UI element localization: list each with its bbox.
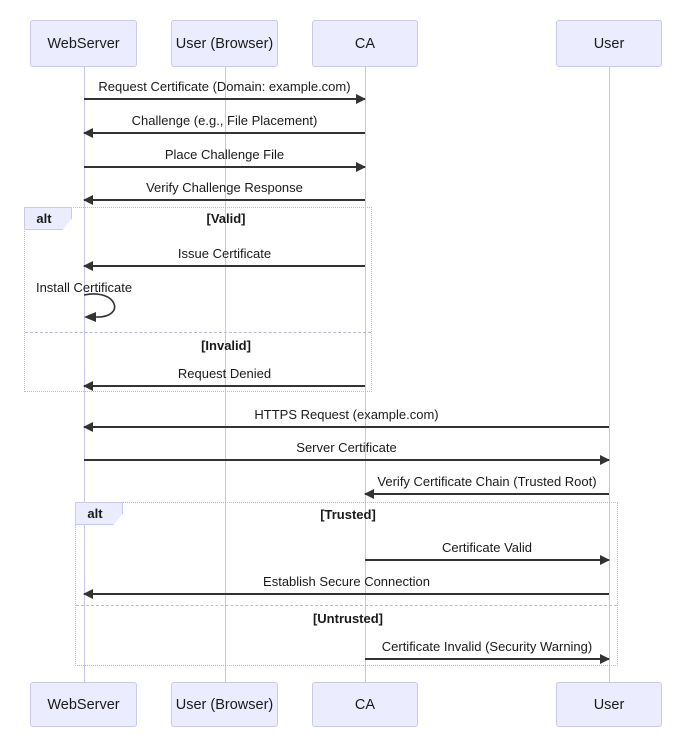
alt-operator-label: alt [24, 207, 72, 230]
lifeline-user [608, 66, 610, 684]
actor-label: CA [354, 696, 376, 713]
message-line [84, 132, 365, 134]
alt-divider [76, 605, 617, 606]
actor-user-browser-top: User (Browser) [171, 20, 278, 67]
actor-ca-bottom: CA [312, 682, 418, 727]
message-line [84, 98, 365, 100]
message-label: Verify Challenge Response [146, 180, 303, 195]
message-label: Server Certificate [296, 440, 397, 455]
actor-webserver-bottom: WebServer [30, 682, 137, 727]
message-label: Place Challenge File [164, 147, 285, 162]
message-line [84, 166, 365, 168]
arrowhead-left-icon [83, 195, 93, 205]
arrowhead-left-icon [83, 422, 93, 432]
arrowhead-right-icon [600, 455, 610, 465]
alt-condition-trusted: [Trusted] [320, 507, 376, 522]
message-line [84, 265, 365, 267]
lifeline-ca [364, 66, 366, 684]
message-line [84, 199, 365, 201]
actor-label: CA [354, 35, 376, 52]
actor-label: WebServer [47, 696, 120, 713]
arrowhead-left-icon [364, 489, 374, 499]
message-challenge: Challenge (e.g., File Placement) [83, 112, 365, 138]
alt-operator-label: alt [75, 502, 123, 525]
message-label: Challenge (e.g., File Placement) [131, 113, 318, 128]
message-line [84, 385, 365, 387]
message-certificate-valid: Certificate Valid [365, 539, 610, 565]
actor-label: User (Browser) [175, 35, 274, 52]
message-verify-challenge-response: Verify Challenge Response [83, 179, 365, 205]
arrowhead-right-icon [356, 94, 366, 104]
arrowhead-left-icon [83, 128, 93, 138]
actor-ca-top: CA [312, 20, 418, 67]
arrowhead-left-icon [83, 589, 93, 599]
alt-frame-trust: alt [Trusted] [Untrusted] [75, 502, 618, 666]
message-label: Issue Certificate [177, 246, 272, 261]
message-line [84, 593, 609, 595]
message-issue-certificate: Issue Certificate [83, 245, 365, 271]
alt-condition-untrusted: [Untrusted] [312, 611, 384, 626]
arrowhead-right-icon [600, 555, 610, 565]
actor-label: User [593, 35, 625, 52]
message-label: HTTPS Request (example.com) [254, 407, 439, 422]
arrowhead-left-icon [83, 381, 93, 391]
message-line [84, 426, 609, 428]
arrowhead-left-icon [83, 261, 93, 271]
message-label: Certificate Valid [441, 540, 533, 555]
message-place-challenge-file: Place Challenge File [84, 146, 366, 172]
message-label: Request Denied [177, 366, 272, 381]
alt-frame-issuance: alt [Valid] [Invalid] [24, 207, 372, 392]
message-establish-secure-connection: Establish Secure Connection [83, 573, 609, 599]
arrowhead-right-icon [356, 162, 366, 172]
self-loop-arrow [83, 293, 116, 322]
actor-user-top: User [556, 20, 662, 67]
message-label: Verify Certificate Chain (Trusted Root) [377, 474, 597, 489]
lifeline-webserver [83, 66, 85, 684]
alt-condition-valid: [Valid] [206, 211, 246, 226]
alt-divider [25, 332, 371, 333]
message-label: Request Certificate (Domain: example.com… [98, 79, 351, 94]
message-label: Certificate Invalid (Security Warning) [381, 639, 593, 654]
actor-webserver-top: WebServer [30, 20, 137, 67]
message-line [365, 559, 609, 561]
message-install-certificate: Install Certificate [35, 280, 133, 295]
message-server-certificate: Server Certificate [84, 439, 610, 465]
actor-user-bottom: User [556, 682, 662, 727]
message-verify-certificate-chain: Verify Certificate Chain (Trusted Root) [364, 473, 609, 499]
message-request-certificate: Request Certificate (Domain: example.com… [84, 78, 366, 104]
message-line [365, 493, 609, 495]
lifeline-user-browser [224, 66, 226, 684]
arrowhead-right-icon [600, 654, 610, 664]
actor-label: User [593, 696, 625, 713]
actor-label: WebServer [47, 35, 120, 52]
message-https-request: HTTPS Request (example.com) [83, 406, 609, 432]
message-label: Establish Secure Connection [263, 574, 430, 589]
actor-label: User (Browser) [175, 696, 274, 713]
message-request-denied: Request Denied [83, 365, 365, 391]
message-line [365, 658, 609, 660]
actor-user-browser-bottom: User (Browser) [171, 682, 278, 727]
alt-condition-invalid: [Invalid] [201, 338, 251, 353]
message-certificate-invalid: Certificate Invalid (Security Warning) [365, 638, 610, 664]
message-line [84, 459, 609, 461]
